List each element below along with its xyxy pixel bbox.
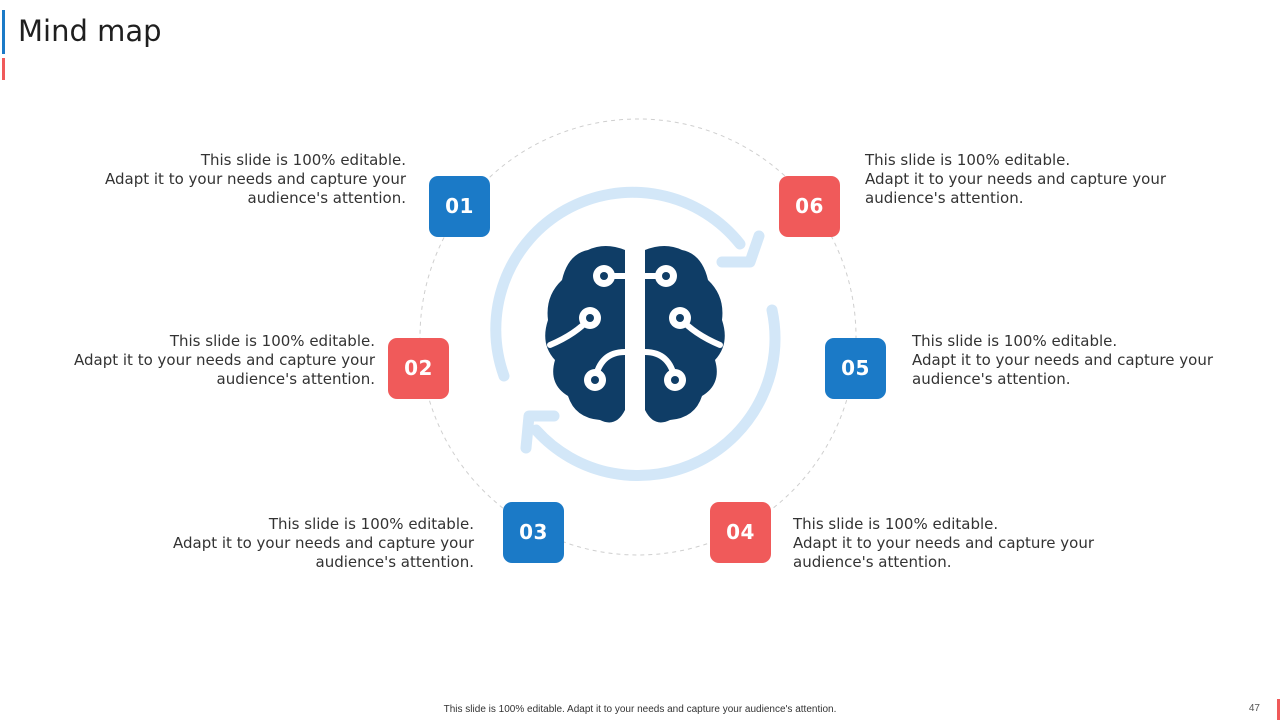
circuit-node-dot — [591, 376, 599, 384]
node-description-02: This slide is 100% editable. Adapt it to… — [55, 332, 375, 390]
description-line: This slide is 100% editable. — [200, 151, 406, 169]
circuit-node-dot — [586, 314, 594, 322]
footer-note: This slide is 100% editable. Adapt it to… — [443, 704, 837, 715]
description-line: audience's attention. — [793, 553, 952, 572]
dashed-orbit-ring — [419, 118, 857, 556]
cycle-arrowhead-bottom — [520, 410, 560, 454]
circuit-node-dot — [662, 272, 670, 280]
circuit-node-dot — [676, 314, 684, 322]
description-line: Adapt it to your needs and capture your — [793, 534, 1094, 553]
description-line: audience's attention. — [315, 553, 475, 572]
node-description-06: This slide is 100% editable. Adapt it to… — [865, 151, 1185, 209]
description-line: Adapt it to your needs and capture your — [865, 170, 1166, 189]
circuit-node-dot — [600, 272, 608, 280]
node-badge-03: 03 — [503, 502, 564, 563]
description-line: audience's attention. — [216, 370, 376, 389]
node-description-05: This slide is 100% editable. Adapt it to… — [912, 332, 1232, 390]
title-accent-bar — [2, 10, 5, 54]
description-line: This slide is 100% editable. — [268, 515, 474, 533]
cycle-arrowhead-top — [716, 230, 765, 268]
description-line: audience's attention. — [247, 189, 407, 208]
description-line: Adapt it to your needs and capture your — [173, 534, 474, 553]
cycle-arrows-icon — [490, 186, 781, 482]
description-line: This slide is 100% editable. — [912, 332, 1118, 350]
page-number: 47 — [1248, 703, 1260, 714]
brain-circuit-nodes — [579, 265, 691, 391]
node-description-04: This slide is 100% editable. Adapt it to… — [793, 515, 1113, 573]
node-badge-05: 05 — [825, 338, 886, 399]
cycle-arrow-top — [490, 186, 746, 382]
description-line: This slide is 100% editable. — [793, 515, 999, 533]
node-badge-01: 01 — [429, 176, 490, 237]
title-accent-bar-secondary — [2, 58, 5, 80]
description-line: This slide is 100% editable. — [169, 332, 375, 350]
description-line: audience's attention. — [865, 189, 1024, 208]
description-line: This slide is 100% editable. — [865, 151, 1071, 169]
corner-accent-mark — [1277, 699, 1280, 720]
description-line: Adapt it to your needs and capture your — [912, 351, 1213, 370]
description-line: Adapt it to your needs and capture your — [105, 170, 406, 189]
node-badge-06: 06 — [779, 176, 840, 237]
page-title: Mind map — [18, 14, 162, 48]
node-badge-02: 02 — [388, 338, 449, 399]
description-line: Adapt it to your needs and capture your — [74, 351, 375, 370]
node-badge-04: 04 — [710, 502, 771, 563]
description-line: audience's attention. — [912, 370, 1071, 389]
brain-circuit-icon — [545, 246, 725, 423]
node-description-03: This slide is 100% editable. Adapt it to… — [154, 515, 474, 573]
cycle-arrow-bottom — [530, 304, 781, 482]
node-description-01: This slide is 100% editable. Adapt it to… — [86, 151, 406, 209]
circuit-node-dot — [671, 376, 679, 384]
